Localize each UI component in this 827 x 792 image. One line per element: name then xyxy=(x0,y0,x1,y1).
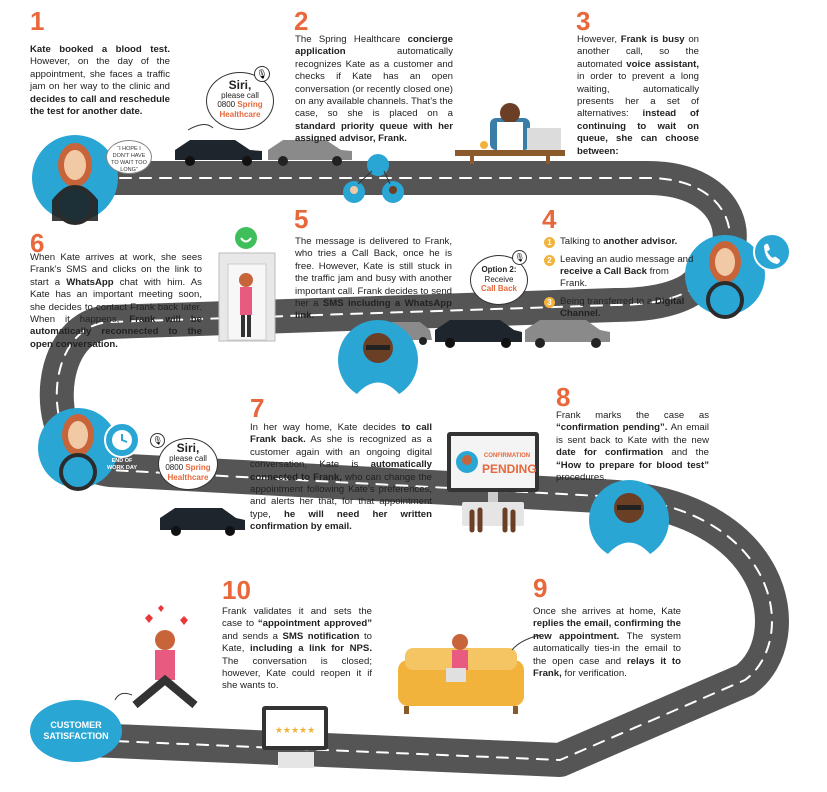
kate-happy xyxy=(132,605,198,709)
step-4-options: 1 Talking to another advisor. 2 Leaving … xyxy=(544,236,694,326)
whatsapp-icon xyxy=(235,227,257,249)
option-2-bubble-line2: Receive xyxy=(484,274,514,284)
siri-bubble-2-line2: please call xyxy=(169,453,207,463)
car-5 xyxy=(525,320,610,348)
option-3: 3 Being transferred to a Digital Channel… xyxy=(544,296,694,320)
option-3-badge: 3 xyxy=(544,297,555,308)
siri-bubble-1-line3: 0800 Spring xyxy=(217,100,263,109)
option-2-bubble-line3: Call Back xyxy=(480,284,518,293)
frank-headset-8 xyxy=(589,480,669,560)
microphone-icon-3: 🎙 xyxy=(512,250,527,265)
step-number-4: 4 xyxy=(542,204,557,234)
option-1: 1 Talking to another advisor. xyxy=(544,236,694,248)
step-1-text: Kate booked a blood test. However, on th… xyxy=(30,44,170,118)
kate-driving-4 xyxy=(685,235,765,319)
step-10-text: Frank validates it and sets the case to … xyxy=(222,606,373,692)
siri-bubble-1: Siri, please call 0800 Spring Healthcare xyxy=(206,72,274,130)
clock-icon-circle xyxy=(104,422,140,458)
confirmation-pending-label: CONFIRMATION PENDING xyxy=(482,453,537,476)
siri-bubble-2-title: Siri, xyxy=(176,441,200,455)
option-1-badge: 1 xyxy=(544,237,555,248)
step-number-7: 7 xyxy=(250,393,265,423)
siri-bubble-2-line3: 0800 Spring xyxy=(165,463,211,472)
step-number-2: 2 xyxy=(294,6,309,36)
option-2: 2 Leaving an audio message and receive a… xyxy=(544,254,694,290)
car-2 xyxy=(268,140,352,166)
car-6 xyxy=(160,508,245,536)
arrow-10 xyxy=(114,692,133,701)
microphone-icon-1: 🎙 xyxy=(254,66,270,82)
step-number-9: 9 xyxy=(533,573,548,603)
arrow-1 xyxy=(187,124,214,131)
step-number-3: 3 xyxy=(576,6,591,36)
car-1 xyxy=(175,140,262,166)
step-number-10: 10 xyxy=(222,575,251,605)
step-8-text: Frank marks the case as “confirmation pe… xyxy=(556,410,710,484)
step-2-text: The Spring Healthcare concierge applicat… xyxy=(295,34,453,145)
frank-desk xyxy=(455,103,565,164)
siri-bubble-1-line4: Healthcare xyxy=(219,109,261,119)
hope-speech-bubble: “I HOPE I DON’T HAVE TO WAIT TOO LONG” xyxy=(106,140,152,174)
option-2-bubble-title: Option 2: xyxy=(481,265,517,274)
step-3-text: However, Frank is busy on another call, … xyxy=(577,34,699,157)
kate-driving-7 xyxy=(38,408,118,491)
step-number-6: 6 xyxy=(30,228,45,258)
microphone-icon-2: 🎙 xyxy=(150,433,165,448)
car-4 xyxy=(435,320,522,348)
kate-elevator xyxy=(218,252,276,342)
step-number-1: 1 xyxy=(30,6,45,36)
step-9-text: Once she arrives at home, Kate replies t… xyxy=(533,606,681,680)
option-2-badge: 2 xyxy=(544,255,555,266)
step-number-8: 8 xyxy=(556,382,571,412)
kate-driving-1 xyxy=(32,135,118,225)
frank-headset-5 xyxy=(338,320,418,400)
siri-bubble-2: Siri, please call 0800 Spring Healthcare xyxy=(158,438,218,490)
svg-text:★★★★★: ★★★★★ xyxy=(275,725,315,735)
siri-bubble-1-line2: please call xyxy=(221,90,259,100)
monitor-pending xyxy=(447,432,539,533)
step-6-text: When Kate arrives at work, she sees Fran… xyxy=(30,252,202,350)
step-7-text: In her way home, Kate decides to call Fr… xyxy=(250,422,432,533)
arrow-9 xyxy=(511,634,541,651)
phone-icon-circle xyxy=(753,233,791,271)
laptop-rating: ★★★★★ xyxy=(262,706,328,768)
kate-sofa xyxy=(398,634,524,714)
siri-bubble-2-line4: Healthcare xyxy=(167,472,209,482)
step-number-5: 5 xyxy=(294,204,309,234)
siri-bubble-1-title: Siri, xyxy=(228,78,252,92)
routing-icons xyxy=(343,154,404,203)
step-5-text: The message is delivered to Frank, who t… xyxy=(295,236,453,322)
